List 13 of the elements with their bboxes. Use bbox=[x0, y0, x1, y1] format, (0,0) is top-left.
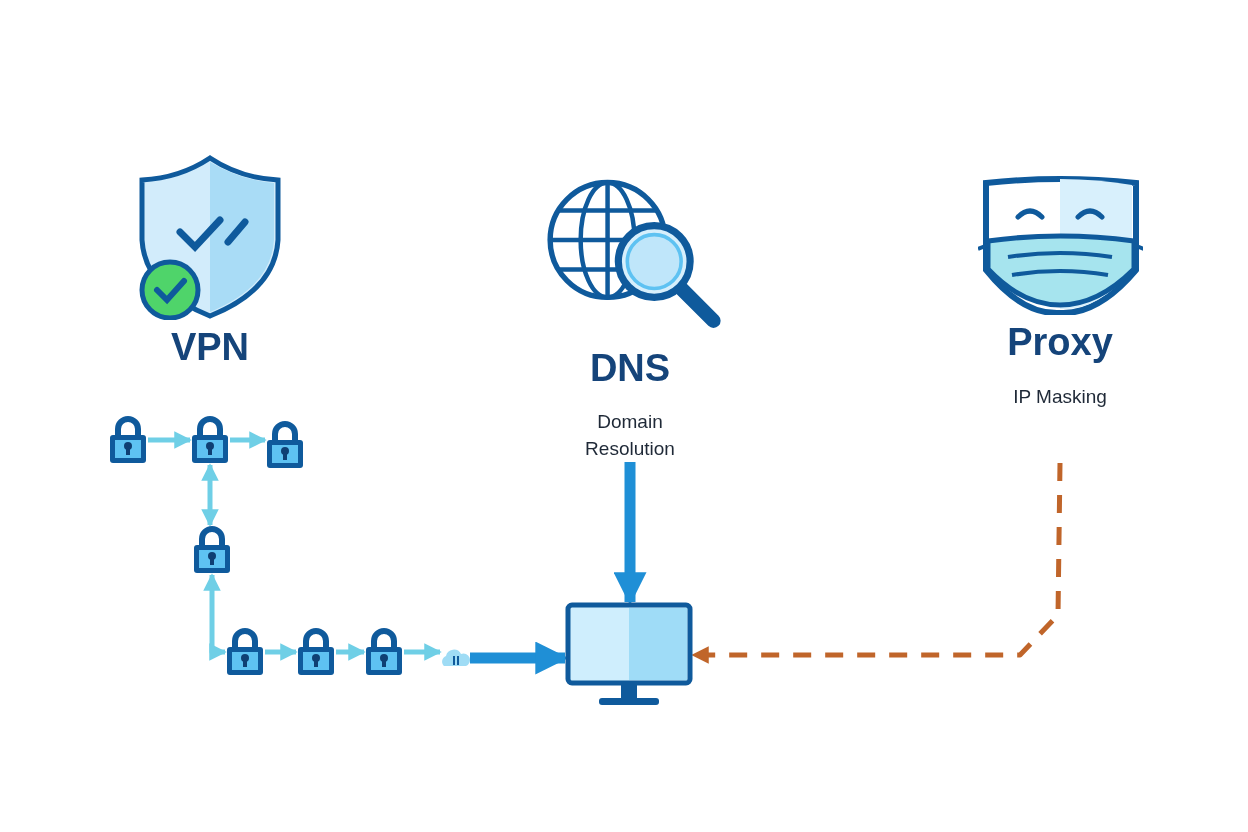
arrow bbox=[336, 643, 366, 661]
node-subtitle: IP Masking bbox=[1012, 384, 1108, 409]
node-subtitle: Domain Resolution bbox=[584, 410, 676, 461]
arrow bbox=[230, 431, 267, 449]
arrow bbox=[148, 431, 192, 449]
arrow bbox=[691, 462, 1063, 664]
node-title: Proxy bbox=[1007, 320, 1113, 365]
node-title: VPN bbox=[170, 325, 250, 370]
arrow bbox=[203, 573, 227, 661]
arrow bbox=[265, 643, 298, 661]
arrow bbox=[404, 643, 442, 661]
node-title: DNS bbox=[589, 345, 671, 391]
arrow bbox=[201, 463, 219, 527]
